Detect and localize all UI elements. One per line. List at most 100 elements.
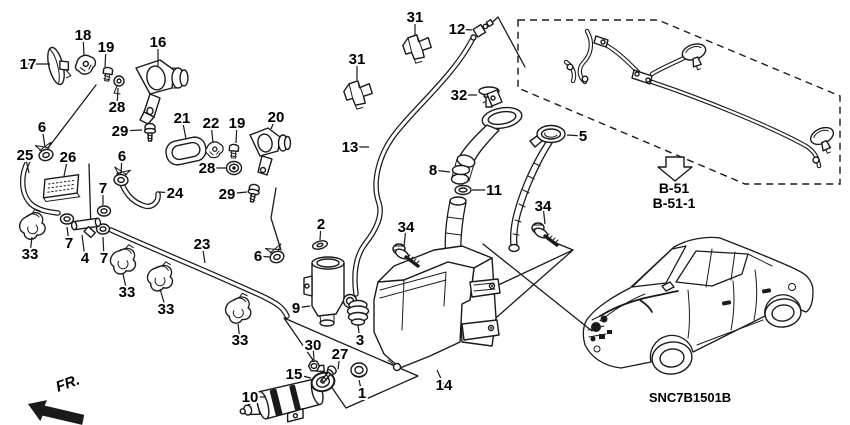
part-callout-32[interactable]: 32	[449, 85, 470, 106]
part-callout-14[interactable]: 14	[434, 375, 455, 396]
part-callout-9[interactable]: 9	[290, 298, 302, 319]
washer-nozzle-16	[135, 59, 189, 125]
washer-tank-14	[373, 245, 501, 372]
clip-31a	[342, 78, 375, 111]
part-callout-29[interactable]: 29	[110, 121, 131, 142]
joint-12	[470, 18, 494, 41]
reservoir-group	[303, 89, 566, 372]
leader-line-5	[566, 134, 584, 137]
leader-line-33	[122, 273, 128, 293]
part-callout-24[interactable]: 24	[165, 183, 186, 204]
grommet-28b	[225, 160, 243, 176]
part-callout-7[interactable]: 7	[97, 178, 109, 199]
part-callout-33[interactable]: 33	[156, 299, 177, 320]
bolt-29a	[143, 122, 157, 142]
part-callout-31[interactable]: 31	[405, 7, 426, 28]
ref-hose-assembly	[517, 19, 841, 185]
leader-line-21	[181, 117, 187, 140]
part-callout-12[interactable]: 12	[447, 19, 468, 40]
leader-line-1	[358, 379, 363, 394]
part-callout-19[interactable]: 19	[227, 113, 248, 134]
fr-label: FR.	[54, 372, 83, 396]
leader-line-33	[237, 323, 241, 341]
part-callout-30[interactable]: 30	[303, 335, 324, 356]
gasket-21	[165, 136, 207, 166]
leader-line-19	[235, 122, 238, 144]
leader-line-29	[226, 191, 248, 195]
leader-line-33	[159, 288, 167, 310]
part-callout-29[interactable]: 29	[217, 184, 238, 205]
part-callout-25[interactable]: 25	[15, 145, 36, 166]
bolt-34b	[530, 221, 560, 247]
part-callout-8[interactable]: 8	[427, 160, 439, 181]
leader-line-18	[82, 34, 85, 57]
clip-22	[205, 141, 224, 159]
joint-4	[70, 217, 102, 239]
leader-line-30	[312, 344, 315, 362]
nut-30	[307, 360, 321, 372]
bolt-29b	[245, 182, 262, 204]
part-callout-19[interactable]: 19	[96, 37, 117, 58]
ref-label-b51[interactable]: B-51	[659, 180, 690, 196]
part-callout-11[interactable]: 11	[484, 180, 504, 201]
ref-label-b51-1[interactable]: B-51-1	[653, 195, 696, 211]
washer-nozzle-20	[249, 127, 292, 176]
grommet-1	[350, 362, 368, 378]
leader-line-24	[158, 191, 176, 194]
part-callout-18[interactable]: 18	[73, 25, 94, 46]
screw-27	[319, 365, 337, 384]
part-callout-26[interactable]: 26	[58, 147, 79, 168]
leader-line-26	[63, 156, 69, 177]
leader-line-15	[293, 373, 312, 379]
fr-direction: FR.	[28, 372, 85, 425]
clip-33c	[144, 258, 177, 295]
leader-line-2	[319, 223, 322, 241]
part-callout-17[interactable]: 17	[18, 54, 39, 75]
part-callout-1[interactable]: 1	[356, 383, 368, 404]
clip-33b	[107, 241, 140, 278]
part-callout-13[interactable]: 13	[340, 137, 361, 158]
pad-26	[42, 174, 81, 203]
part-callout-28[interactable]: 28	[197, 158, 218, 179]
leader-line-19	[104, 46, 107, 68]
part-callout-21[interactable]: 21	[172, 108, 193, 129]
washer-system-highlight	[590, 290, 679, 342]
car-illustration: SNC7B1501B	[582, 236, 814, 405]
part-callout-33[interactable]: 33	[117, 282, 138, 303]
part-callout-7[interactable]: 7	[98, 248, 110, 269]
part-callout-31[interactable]: 31	[347, 49, 368, 70]
part-callout-2[interactable]: 2	[315, 214, 327, 235]
part-callout-34[interactable]: 34	[533, 196, 554, 217]
part-callout-6[interactable]: 6	[116, 146, 128, 167]
part-callout-33[interactable]: 33	[230, 330, 251, 351]
part-callout-10[interactable]: 10	[240, 387, 261, 408]
leader-line-34	[542, 205, 546, 225]
nozzle-base-17	[47, 46, 72, 86]
clip-28a	[113, 75, 125, 95]
leader-line-7	[102, 236, 105, 259]
part-callout-7[interactable]: 7	[63, 233, 75, 254]
part-callout-15[interactable]: 15	[284, 364, 305, 385]
part-callout-16[interactable]: 16	[148, 32, 169, 53]
part-callout-27[interactable]: 27	[330, 344, 351, 365]
part-callout-23[interactable]: 23	[192, 234, 213, 255]
part-callout-6[interactable]: 6	[36, 117, 48, 138]
part-callout-33[interactable]: 33	[20, 244, 41, 265]
part-callout-6[interactable]: 6	[252, 246, 264, 267]
part-callout-28[interactable]: 28	[107, 97, 128, 118]
hose-network-left	[18, 140, 290, 326]
part-callout-5[interactable]: 5	[577, 126, 589, 147]
leader-line-9	[295, 305, 311, 309]
clip-18	[73, 53, 98, 77]
leader-line-4	[81, 234, 86, 259]
part-callout-4[interactable]: 4	[79, 248, 92, 269]
part-callout-20[interactable]: 20	[266, 107, 287, 128]
leader-line-12	[456, 28, 473, 31]
part-callout-34[interactable]: 34	[396, 217, 417, 238]
part-callout-3[interactable]: 3	[354, 330, 366, 351]
part-callout-22[interactable]: 22	[201, 113, 222, 134]
leader-line-34	[403, 226, 407, 248]
